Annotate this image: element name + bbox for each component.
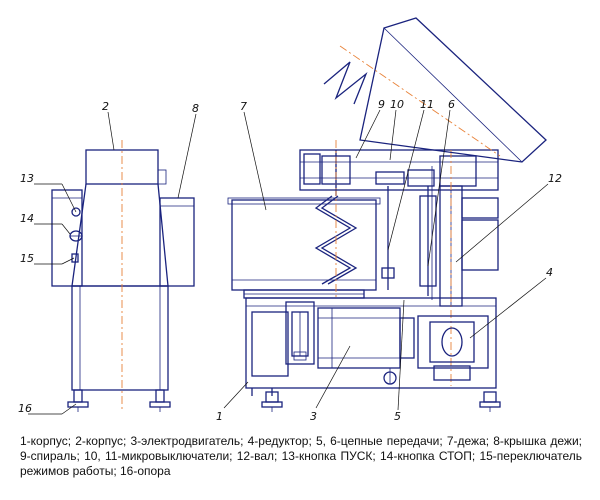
callout-14: 14: [20, 212, 34, 225]
leader-lines: [28, 109, 549, 415]
callout-11: 11: [420, 98, 434, 111]
mixer-assembly-drawing: 2 8 13 14 15 16 7 9 10 11 6 12 4 1 3 5: [18, 17, 562, 423]
callout-2: 2: [102, 100, 109, 113]
left-side-view: [51, 140, 195, 412]
callout-6: 6: [448, 98, 455, 111]
callout-3: 3: [310, 410, 317, 423]
callout-1: 1: [216, 410, 223, 423]
callout-15: 15: [20, 252, 34, 265]
callout-numbers: 2 8 13 14 15 16 7 9 10 11 6 12 4 1 3 5: [18, 98, 562, 423]
callout-13: 13: [20, 172, 34, 185]
callout-5: 5: [394, 410, 401, 423]
callout-7: 7: [240, 100, 247, 113]
callout-8: 8: [192, 102, 199, 115]
callout-16: 16: [18, 402, 32, 415]
parts-legend: 1-корпус; 2-корпус; 3-электродвигатель; …: [20, 434, 582, 478]
callout-10: 10: [390, 98, 404, 111]
callout-12: 12: [548, 172, 562, 185]
callout-9: 9: [378, 98, 385, 111]
right-front-view: [227, 17, 547, 412]
callout-4: 4: [546, 266, 553, 279]
